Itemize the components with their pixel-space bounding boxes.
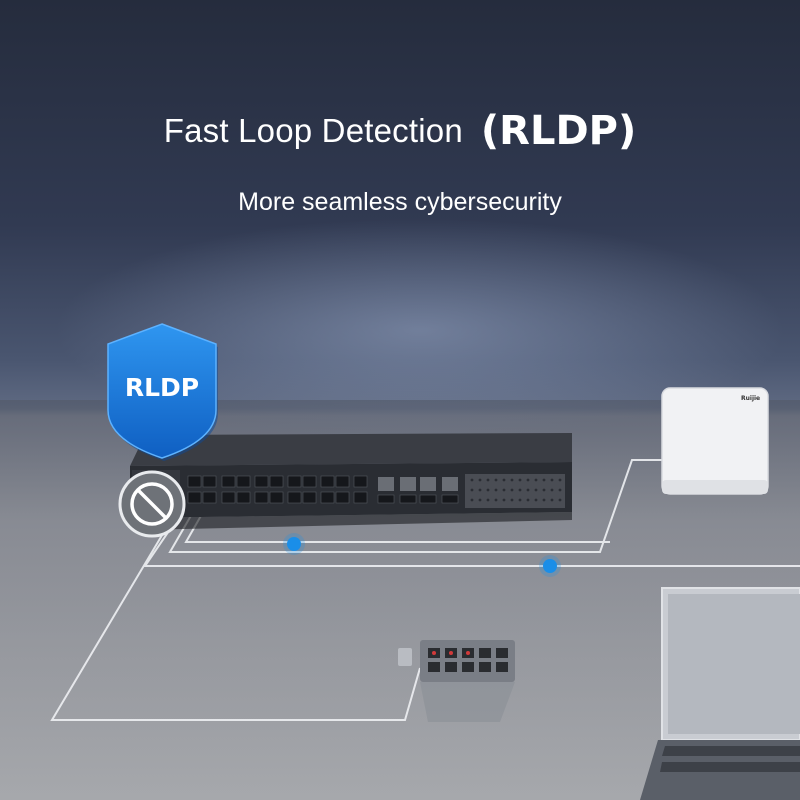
- prohibited-icon: [118, 470, 186, 538]
- link-activity-glow: [539, 555, 561, 577]
- ap-brand-label: Ruijie: [741, 395, 760, 402]
- laptop: [640, 587, 800, 800]
- link-activity-dot: [287, 537, 301, 551]
- shield-label: RLDP: [125, 373, 199, 402]
- link-activity-glow: [283, 533, 305, 555]
- link-activity-dot: [543, 559, 557, 573]
- title-acronym: (RLDP): [480, 108, 637, 154]
- access-point: Ruijie: [661, 387, 769, 495]
- headline-subtitle: More seamless cybersecurity: [238, 188, 562, 216]
- title-text: Fast Loop Detection: [163, 112, 463, 149]
- desktop-switch: [398, 640, 515, 722]
- shield-icon: RLDP: [107, 323, 218, 461]
- headline-title: Fast Loop Detection (RLDP): [0, 108, 800, 154]
- rack-switch: [130, 433, 572, 530]
